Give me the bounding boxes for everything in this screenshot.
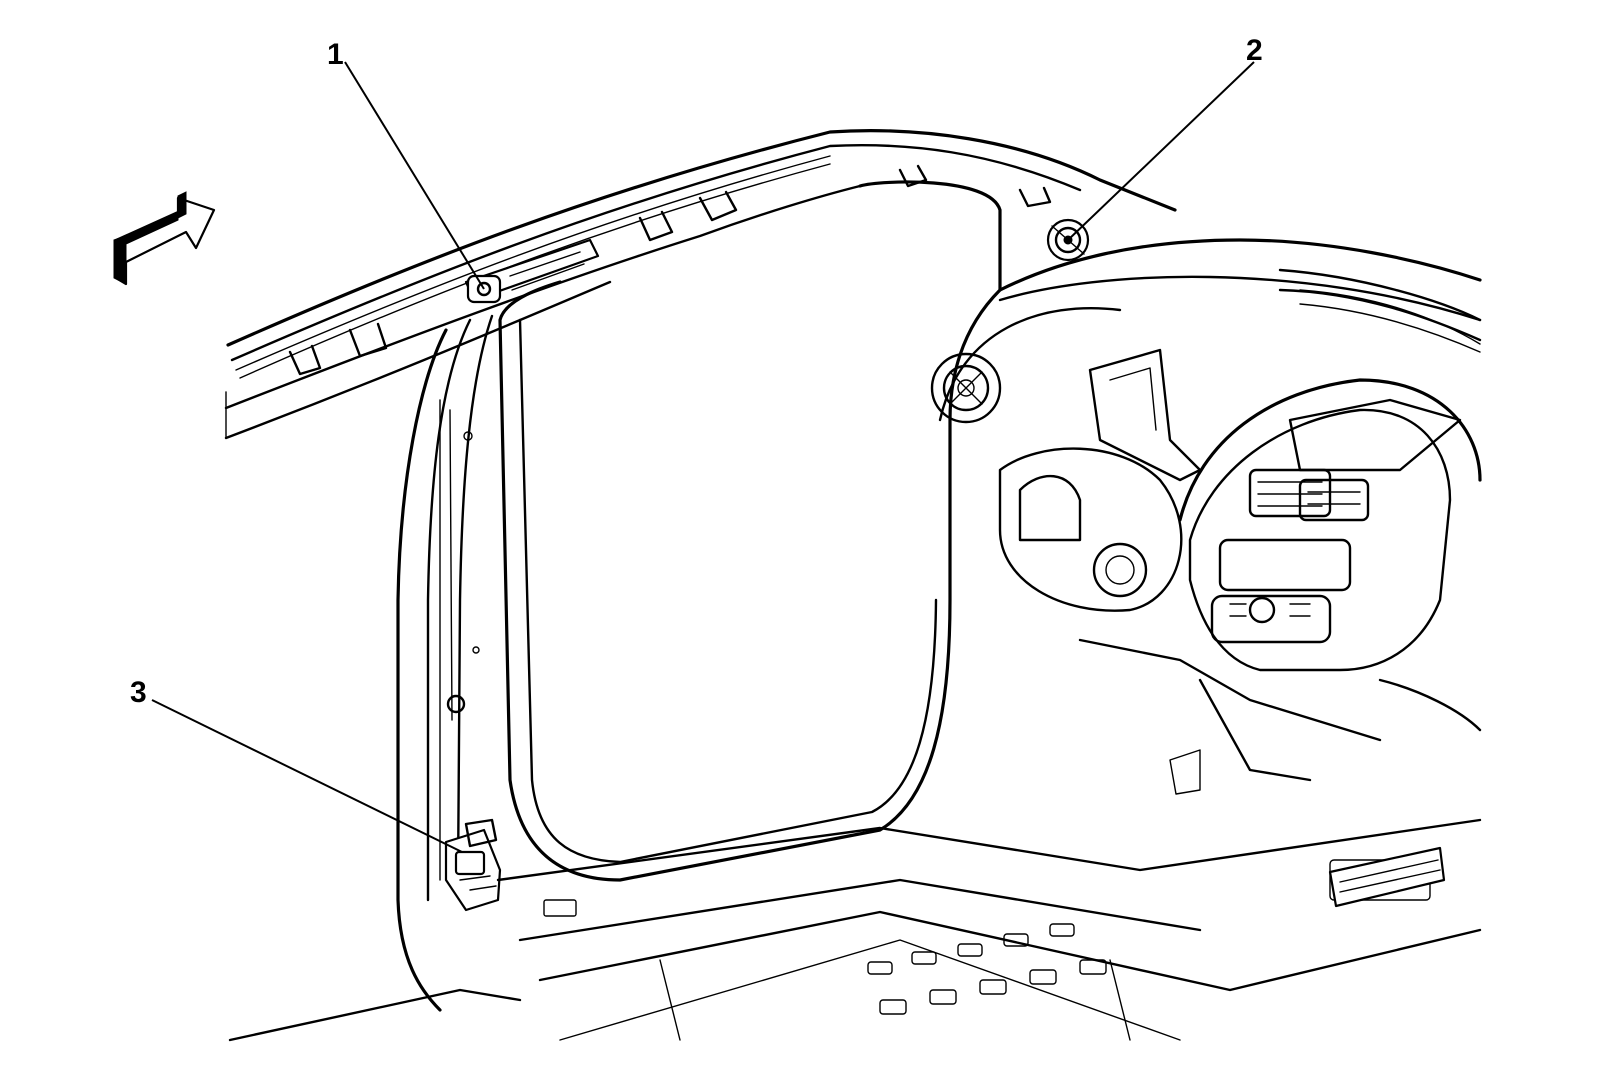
instrument-panel <box>930 238 1482 795</box>
door-opening <box>498 180 1002 882</box>
callout-number-2: 2 <box>1246 34 1263 67</box>
center-stack <box>1178 378 1482 672</box>
leader-line-3 <box>151 699 463 853</box>
callout-number-1: 1 <box>327 38 344 71</box>
floor-pan <box>228 818 1482 1042</box>
floor-module <box>1328 846 1446 908</box>
roof-rail <box>224 129 1177 440</box>
a-pillar <box>396 314 494 1012</box>
leader-line-2 <box>1067 61 1255 241</box>
leader-line-1 <box>344 61 485 290</box>
callout-number-3: 3 <box>130 676 147 709</box>
lower-pillar-connector <box>444 818 502 912</box>
view-direction-arrow-icon <box>113 191 216 286</box>
left-air-vent <box>930 352 1002 424</box>
roof-rail-airbag <box>464 238 600 304</box>
